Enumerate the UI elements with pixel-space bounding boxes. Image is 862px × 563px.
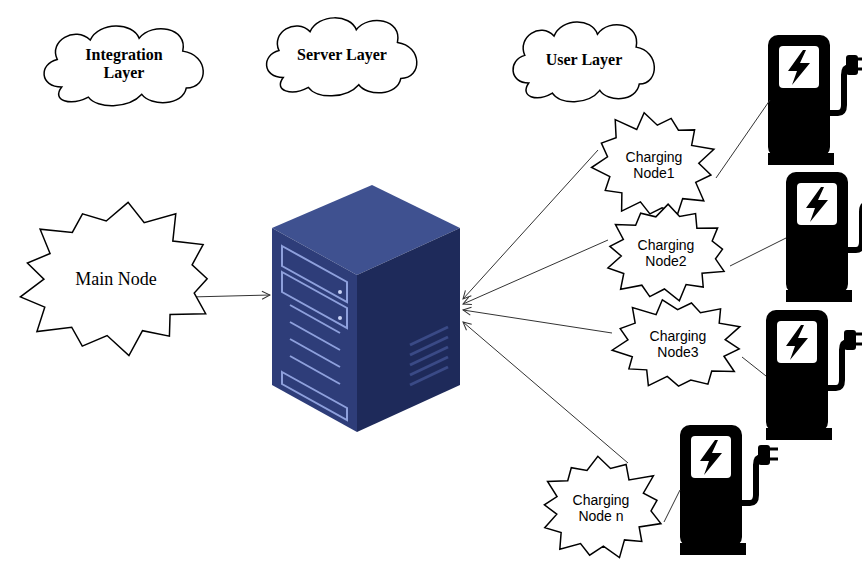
node-starburst: Charging Node2 [600,203,732,303]
node-starburst: Charging Node1 [590,108,718,222]
node-label: Charging Node2 [625,237,707,269]
text-wrap: Server Layer [297,46,387,64]
text-wrap: Integration Layer [69,46,179,83]
text-wrap: User Layer [546,51,623,69]
arrows [190,150,628,463]
charger-icon [762,310,862,440]
node-label: Charging Node3 [636,328,720,360]
charger-icon [676,425,778,555]
charger-icon [764,35,862,165]
node-starburst: Charging Node n [535,455,667,561]
server-icon [272,185,460,432]
layer-cloud: User Layer [505,14,663,106]
node-label: Charging Node1 [615,149,694,181]
text-wrap: Charging Node2 [625,237,707,269]
text-wrap: Charging Node3 [636,328,720,360]
layer-cloud: Server Layer [258,10,426,100]
layer-cloud: Integration Layer [35,18,213,110]
node-label: Charging Node n [560,492,642,524]
layer-label: Server Layer [297,46,387,64]
node-starburst: Charging Node3 [610,295,746,393]
node-starburst: Main Node [10,200,222,358]
text-wrap: Main Node [75,269,156,290]
layer-label: Integration Layer [69,46,179,83]
charger-icon [782,172,862,302]
text-wrap: Charging Node1 [615,149,694,181]
layer-label: User Layer [546,51,623,69]
text-wrap: Charging Node n [560,492,642,524]
node-label: Main Node [75,269,156,290]
